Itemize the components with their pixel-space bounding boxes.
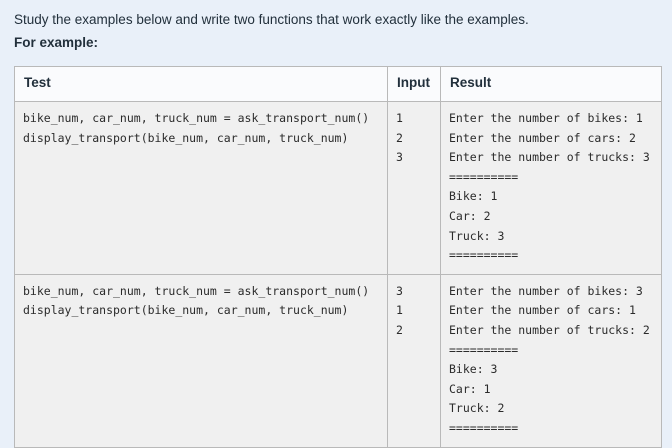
result-output-line: Enter the number of bikes: 1	[449, 111, 643, 125]
result-output-line: Truck: 3	[449, 228, 505, 243]
result-output-line: Car: 1	[449, 381, 491, 396]
column-header-result: Result	[440, 66, 662, 102]
input-value-line: 3	[396, 150, 403, 165]
input-value-line: 1	[396, 111, 403, 125]
result-output-line: Enter the number of trucks: 3	[449, 150, 650, 165]
result-output-line: ==========	[449, 420, 519, 435]
input-value-line: 2	[396, 130, 403, 145]
column-header-input: Input	[387, 66, 441, 102]
result-output-line: Bike: 3	[449, 362, 498, 377]
result-cell: Enter the number of bikes: 1 Enter the nu…	[440, 101, 662, 275]
test-code-line: display_transport(bike_num, car_num, tru…	[23, 303, 349, 318]
input-value-line: 1	[396, 303, 403, 318]
test-code-line: display_transport(bike_num, car_num, tru…	[23, 130, 349, 145]
input-cell: 1 2 3	[387, 101, 441, 275]
table-row: bike_num, car_num, truck_num = ask_trans…	[14, 273, 662, 448]
result-output-line: Enter the number of bikes: 3	[449, 283, 643, 298]
test-code-line: bike_num, car_num, truck_num = ask_trans…	[23, 283, 370, 298]
result-output-line: Enter the number of trucks: 2	[449, 322, 650, 337]
example-table: Test Input Result bike_num, car_num, tru…	[14, 66, 662, 448]
input-value-line: 2	[396, 322, 403, 337]
result-output-line: ==========	[449, 169, 519, 184]
result-output-line: Enter the number of cars: 2	[449, 130, 636, 145]
table-body: bike_num, car_num, truck_num = ask_trans…	[14, 101, 662, 448]
result-cell: Enter the number of bikes: 3 Enter the nu…	[440, 273, 662, 448]
result-output-line: Bike: 1	[449, 189, 498, 204]
instruction-text: Study the examples below and write two f…	[14, 12, 529, 27]
result-output-line: Car: 2	[449, 208, 491, 223]
test-code-line: bike_num, car_num, truck_num = ask_trans…	[23, 111, 370, 125]
example-label: For example:	[14, 35, 99, 50]
table-row: bike_num, car_num, truck_num = ask_trans…	[14, 101, 662, 275]
result-output-line: ==========	[449, 248, 519, 263]
table-header-row: Test Input Result	[14, 66, 662, 102]
column-header-test: Test	[14, 66, 388, 102]
input-cell: 3 1 2	[387, 273, 441, 448]
test-cell: bike_num, car_num, truck_num = ask_trans…	[14, 273, 388, 448]
input-value-line: 3	[396, 283, 403, 298]
test-cell: bike_num, car_num, truck_num = ask_trans…	[14, 101, 388, 275]
result-output-line: ==========	[449, 342, 519, 357]
result-output-line: Truck: 2	[449, 401, 505, 416]
result-output-line: Enter the number of cars: 1	[449, 303, 636, 318]
